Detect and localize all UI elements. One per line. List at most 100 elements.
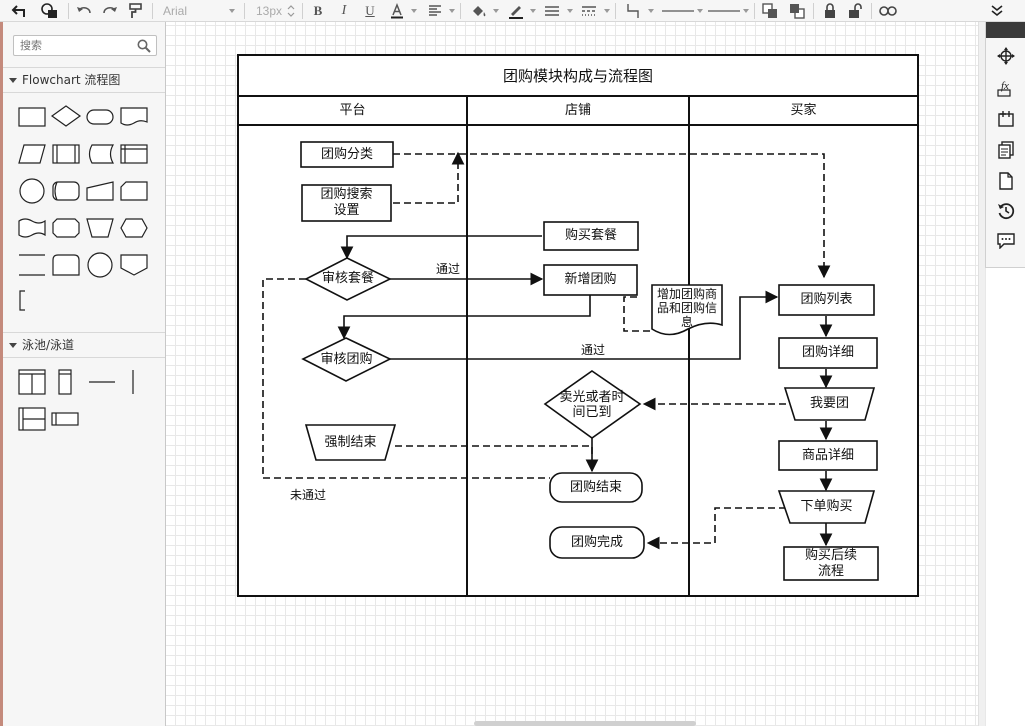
font-family-select[interactable]: Arial	[163, 4, 188, 18]
exit-icon[interactable]	[8, 0, 30, 22]
diagram-canvas[interactable]: 团购模块构成与流程图 平台 店铺 买家 团购分类 团购搜索 设置 购买套餐 审核…	[166, 22, 978, 726]
predefined-process-shape[interactable]	[52, 144, 80, 164]
manual-operation-shape[interactable]	[86, 218, 114, 238]
italic-icon[interactable]: I	[341, 3, 347, 18]
insert-shape-icon[interactable]	[995, 108, 1017, 130]
font-size-input[interactable]: 13px	[256, 4, 283, 18]
underline-icon[interactable]: U	[365, 3, 375, 18]
align-icon[interactable]	[424, 0, 446, 22]
search-input[interactable]	[13, 35, 157, 56]
node-maiguang[interactable]	[543, 370, 642, 439]
format-painter-icon[interactable]	[126, 0, 146, 22]
edge-group-review-pass[interactable]	[390, 290, 779, 360]
font-color-icon[interactable]	[386, 0, 408, 22]
line-width-icon[interactable]	[541, 0, 563, 22]
node-goumai-taocan[interactable]	[543, 221, 639, 251]
section-header-swimlane[interactable]: 泳池/泳道	[3, 332, 165, 358]
vertical-line-shape[interactable]	[132, 369, 134, 395]
node-woyaotuan[interactable]	[783, 387, 876, 421]
punched-tape-shape[interactable]	[18, 218, 46, 238]
search-icon[interactable]	[137, 38, 151, 57]
fill-color-icon[interactable]	[468, 0, 490, 22]
format-panel-icon[interactable]	[37, 0, 61, 22]
collapse-toolbar-icon[interactable]	[987, 0, 1007, 22]
edge-new-to-info[interactable]	[623, 296, 652, 332]
lock-icon[interactable]	[819, 0, 841, 22]
internal-storage-shape[interactable]	[120, 144, 148, 164]
undo-icon[interactable]	[74, 0, 94, 22]
node-tuangou-xiangxi[interactable]	[778, 337, 878, 369]
right-toolbar: fx	[985, 22, 1025, 268]
stored-data-shape[interactable]	[86, 144, 115, 164]
decision-shape[interactable]	[50, 105, 82, 127]
data-shape[interactable]	[18, 144, 46, 164]
to-front-icon[interactable]	[759, 0, 781, 22]
delay-shape[interactable]	[52, 254, 80, 276]
chevron-down-icon	[493, 9, 499, 13]
node-label: 下单购买	[800, 499, 853, 514]
node-tuangou-sousuo[interactable]	[301, 184, 392, 222]
page-icon[interactable]	[995, 170, 1017, 192]
node-shangpin-xiangxi[interactable]	[778, 440, 878, 471]
pool-shape[interactable]	[18, 369, 46, 395]
node-label: 购买套餐	[564, 228, 617, 243]
edge-review-fail[interactable]	[262, 278, 550, 479]
chevron-down-icon	[697, 9, 703, 13]
circle-shape[interactable]	[86, 252, 114, 278]
node-zengjia-xinxi[interactable]	[651, 284, 723, 336]
node-xiadan-goumai[interactable]	[777, 490, 876, 524]
line-color-icon[interactable]	[505, 0, 527, 22]
line-end-icon[interactable]	[706, 0, 742, 22]
edge-force-to-end[interactable]	[395, 445, 593, 454]
section-header-flowchart[interactable]: Flowchart 流程图	[3, 67, 165, 93]
comment-icon[interactable]	[995, 230, 1017, 252]
node-xinzeng-tuangou[interactable]	[543, 264, 638, 296]
edge-new-to-review[interactable]	[337, 292, 591, 340]
edge-buy-to-review[interactable]	[340, 235, 542, 260]
node-qiangzhi-jieshu[interactable]	[304, 424, 397, 461]
node-shenhe-tuangou[interactable]	[301, 337, 392, 382]
lane-header-shop: 店铺	[564, 102, 591, 118]
card-shape[interactable]	[120, 181, 148, 201]
node-goumai-houxu[interactable]	[783, 546, 879, 581]
connector-shape[interactable]	[18, 178, 46, 204]
preparation-shape[interactable]	[120, 218, 148, 238]
node-tuangou-liebiao[interactable]	[778, 284, 875, 316]
node-tuangou-fenlei[interactable]	[300, 141, 394, 168]
annotation-lines-shape[interactable]	[18, 254, 46, 276]
horizontal-pool-shape[interactable]	[18, 407, 46, 431]
node-tuangou-wancheng[interactable]	[549, 526, 645, 559]
navigate-icon[interactable]	[995, 45, 1017, 67]
document-shape[interactable]	[120, 107, 148, 127]
stepper-icon[interactable]	[286, 0, 296, 22]
node-shenhe-taocan[interactable]	[304, 257, 392, 301]
to-back-icon[interactable]	[786, 0, 808, 22]
lane-header-buyer: 买家	[790, 102, 817, 118]
vertical-scrollbar[interactable]	[978, 22, 985, 726]
horizontal-lane-shape[interactable]	[51, 412, 79, 426]
sequential-data-shape[interactable]	[52, 181, 80, 201]
off-page-connector-shape[interactable]	[120, 254, 148, 276]
pages-icon[interactable]	[995, 139, 1017, 161]
horizontal-line-shape[interactable]	[88, 381, 116, 383]
dash-pattern-icon[interactable]	[578, 0, 600, 22]
manual-input-shape[interactable]	[86, 181, 114, 201]
horizontal-scrollbar[interactable]	[474, 721, 696, 726]
history-icon[interactable]	[995, 200, 1017, 222]
link-icon[interactable]	[877, 0, 899, 22]
formula-icon[interactable]: fx	[995, 77, 1017, 99]
unlock-icon[interactable]	[844, 0, 866, 22]
redo-icon[interactable]	[100, 0, 120, 22]
loop-limit-shape[interactable]	[52, 218, 80, 238]
waypoint-icon[interactable]	[622, 0, 644, 22]
node-label: 团购详细	[801, 345, 854, 360]
node-tuangou-jieshu[interactable]	[549, 472, 643, 503]
terminator-shape[interactable]	[86, 107, 114, 127]
bold-icon[interactable]: B	[313, 3, 323, 18]
lane-shape[interactable]	[58, 369, 72, 395]
edge-category-to-list[interactable]	[393, 153, 831, 279]
line-start-icon[interactable]	[660, 0, 696, 22]
edge-order-to-complete[interactable]	[646, 507, 786, 550]
process-shape[interactable]	[18, 107, 46, 127]
annotation-bracket-shape[interactable]	[18, 290, 28, 312]
